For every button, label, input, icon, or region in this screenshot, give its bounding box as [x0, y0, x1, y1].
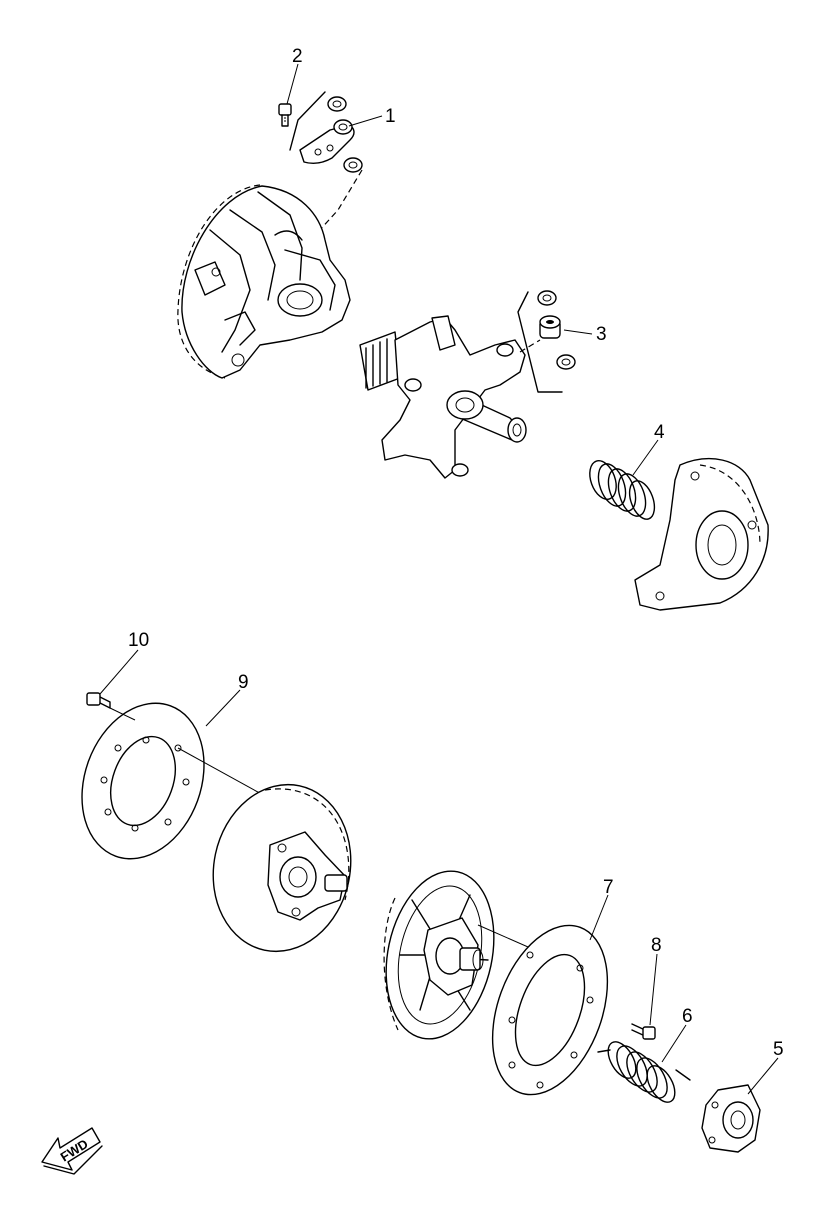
callout-10: 10	[128, 630, 149, 651]
spider-hub	[359, 315, 541, 479]
part-4-spring	[589, 460, 656, 520]
part-1-weight-arm	[289, 91, 363, 233]
part-7-ring-plate	[491, 924, 609, 1096]
part-6-spring	[597, 1041, 691, 1103]
part-3-slider-stack	[517, 290, 576, 393]
part-2-bolt	[278, 103, 292, 127]
part-8-bolt	[631, 1023, 656, 1040]
callout-7: 7	[603, 877, 614, 898]
part-9-ring-plate	[81, 702, 266, 860]
fixed-sheave	[177, 184, 351, 379]
callout-1: 1	[385, 106, 396, 127]
callout-5: 5	[773, 1039, 784, 1060]
fwd-arrow-icon: FWD	[41, 1127, 103, 1175]
leader-lines	[99, 63, 779, 1095]
callout-6: 6	[682, 1006, 693, 1027]
callout-3: 3	[596, 324, 607, 345]
movable-sheave-disc	[212, 783, 352, 953]
callout-8: 8	[651, 935, 662, 956]
callout-4: 4	[654, 422, 665, 443]
part-10-bolt	[86, 692, 111, 709]
primary-sheave	[383, 870, 586, 1040]
callout-9: 9	[238, 672, 249, 693]
cover-cap	[634, 458, 769, 611]
part-5-end-cap	[701, 1084, 761, 1153]
callout-labels: 1 2 3 4 5 6 7 8 9 10	[128, 46, 784, 1060]
callout-2: 2	[292, 46, 303, 67]
